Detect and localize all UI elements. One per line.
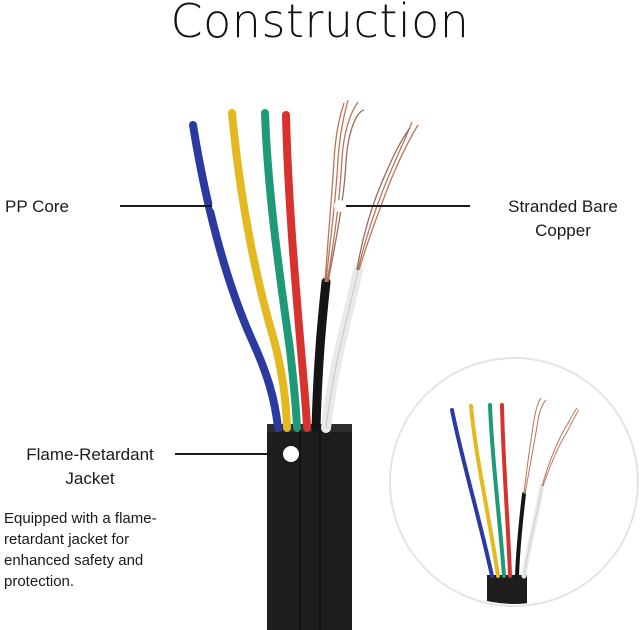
black-wire — [311, 277, 331, 433]
pp-core-callout-dot — [212, 200, 224, 212]
jacket-label-line2: Jacket — [65, 469, 115, 488]
stranded-copper-label-line1: Stranded Bare — [508, 197, 618, 216]
red-wire — [282, 111, 311, 432]
inset-circle — [389, 357, 639, 607]
page-title: Construction — [170, 0, 470, 48]
stranded-copper-label: Stranded Bare Copper — [488, 195, 638, 243]
cable-jacket — [267, 424, 352, 630]
jacket-label: Flame-Retardant Jacket — [0, 443, 180, 491]
yellow-wire — [228, 109, 291, 432]
inset-cable — [450, 397, 580, 604]
jacket-callout-dot — [283, 446, 299, 462]
blue-wire — [189, 121, 282, 432]
green-wire — [261, 109, 301, 432]
copper-strands-left — [324, 99, 365, 283]
jacket-label-line1: Flame-Retardant — [26, 445, 154, 464]
pp-core-label: PP Core — [5, 197, 69, 216]
jacket-description: Equipped with a flame-retardant jacket f… — [4, 510, 157, 590]
copper-callout-dot — [334, 200, 346, 212]
stranded-copper-label-line2: Copper — [535, 221, 591, 240]
copper-strands-right — [356, 121, 419, 271]
